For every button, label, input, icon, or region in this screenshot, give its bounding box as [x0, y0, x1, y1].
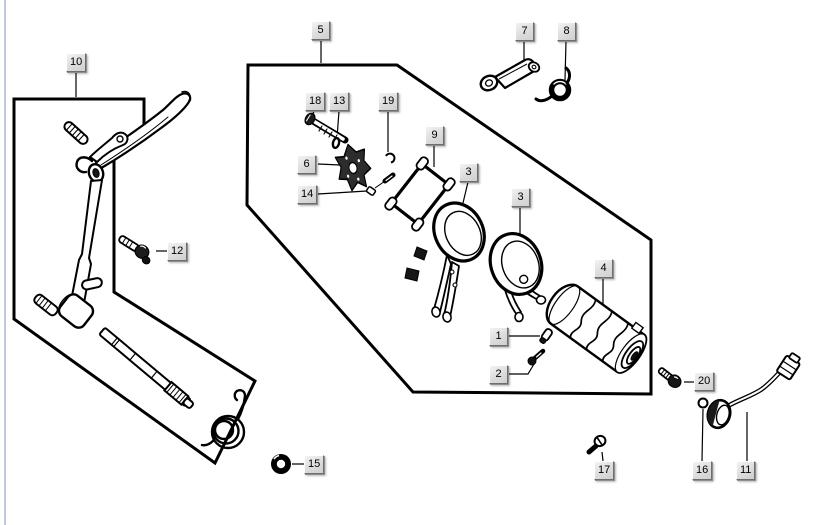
part-label-16[interactable]: 16 [692, 461, 713, 480]
leader-3-first [462, 181, 469, 204]
outline-group-10 [12, 97, 257, 466]
part-20-bolt [657, 367, 682, 389]
part-label-4[interactable]: 4 [594, 259, 613, 278]
part-label-7[interactable]: 7 [515, 22, 534, 41]
part-14-pin [365, 172, 396, 196]
part-label-20[interactable]: 20 [694, 372, 715, 391]
part-label-13[interactable]: 13 [329, 92, 350, 111]
part-label-11[interactable]: 11 [736, 461, 756, 480]
lever-pivot-pin [92, 168, 100, 178]
part-16-oring [697, 397, 709, 409]
part-12-bolt [118, 235, 151, 265]
splined-stub [33, 293, 59, 317]
leader-17 [601, 451, 604, 462]
shaft-boss [57, 293, 95, 329]
part-3-fork-first [404, 201, 486, 323]
part-label-9[interactable]: 9 [425, 126, 444, 145]
leader-16 [701, 408, 704, 462]
leader-8 [564, 40, 567, 81]
part-label-5[interactable]: 5 [311, 21, 330, 40]
part-3-fork-second [488, 232, 547, 323]
outline-group-5 [245, 63, 653, 396]
part-label-2[interactable]: 2 [489, 365, 508, 384]
part-19-clip [385, 152, 396, 164]
part-label-15[interactable]: 15 [304, 455, 325, 474]
gear-shaft [99, 327, 194, 409]
part-6-shift-star [334, 143, 372, 192]
part-13-washer [331, 136, 341, 150]
part-label-14[interactable]: 14 [297, 185, 318, 204]
part-15-seal [271, 454, 291, 474]
torsion-spring [200, 389, 247, 450]
part-label-1[interactable]: 1 [489, 327, 508, 346]
leader-6 [317, 163, 341, 166]
lever-side-tab [81, 277, 103, 291]
part-17-screw [586, 434, 607, 455]
part-8-spring [534, 66, 572, 103]
part-label-10[interactable]: 10 [66, 53, 87, 72]
claw-arm [75, 90, 192, 174]
part-label-6[interactable]: 6 [297, 155, 316, 174]
part-9-bracket [384, 156, 456, 232]
part-10-lever-assembly [33, 90, 247, 450]
part-11-sensor [706, 352, 801, 430]
part-label-17[interactable]: 17 [594, 461, 615, 480]
part-label-18[interactable]: 18 [305, 92, 326, 111]
part-18-bolt [304, 112, 349, 144]
leader-14 [317, 190, 368, 195]
return-spring [63, 121, 89, 145]
part-4-selector-drum [545, 283, 648, 374]
part-2-screw [527, 348, 546, 366]
part-label-3-second[interactable]: 3 [511, 188, 530, 207]
part-label-19[interactable]: 19 [378, 92, 399, 111]
part-label-3-first[interactable]: 3 [459, 163, 478, 182]
part-label-8[interactable]: 8 [557, 22, 576, 41]
leader-2 [509, 363, 535, 375]
part-7-link [479, 58, 541, 92]
part-label-12[interactable]: 12 [167, 242, 188, 261]
window-edge-line [4, 0, 6, 525]
part-1-pin [539, 328, 553, 344]
